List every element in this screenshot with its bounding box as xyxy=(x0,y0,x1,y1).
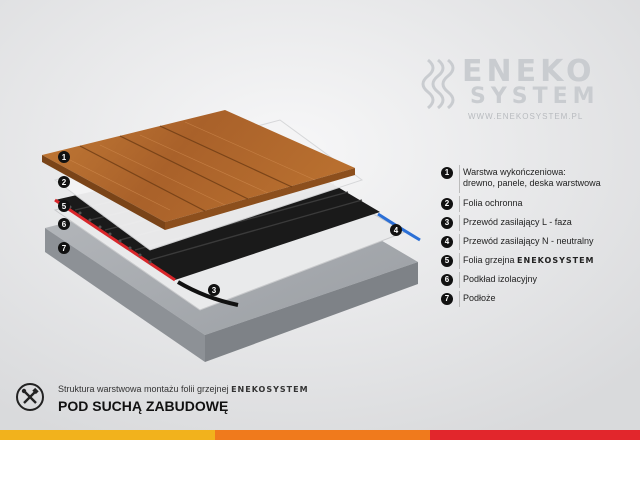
callout-2-label: 2 xyxy=(62,178,67,187)
callout-3 xyxy=(208,284,220,296)
legend-text-1: Warstwa wykończeniowa: drewno, panele, d… xyxy=(463,167,601,189)
callout-7 xyxy=(58,242,70,254)
legend-divider xyxy=(459,165,460,193)
logo-text-line1: ENEKO xyxy=(462,54,596,89)
caption-title: POD SUCHĄ ZABUDOWĘ xyxy=(58,398,229,414)
legend-num-5: 5 xyxy=(441,255,453,267)
tools-icon xyxy=(16,383,44,411)
legend-divider xyxy=(459,215,460,231)
legend-text-5: Folia grzejna ENEKOSYSTEM xyxy=(463,255,595,266)
legend-num-2: 2 xyxy=(441,198,453,210)
callout-7-label: 7 xyxy=(62,244,67,253)
logo-mark-icon xyxy=(421,58,455,110)
legend-brand-5: ENEKOSYSTEM xyxy=(517,256,595,265)
wire-l-phase xyxy=(176,280,239,307)
red-edge-strip xyxy=(54,198,176,282)
callout-6-label: 6 xyxy=(62,220,67,229)
caption-brand: ENEKOSYSTEM xyxy=(231,385,309,394)
callout-6 xyxy=(58,218,70,230)
legend-text-1a: Warstwa wykończeniowa: xyxy=(463,167,566,177)
legend-text-3: Przewód zasilający L - faza xyxy=(463,217,572,227)
legend-divider xyxy=(459,253,460,269)
callout-2 xyxy=(58,176,70,188)
footer-stripe-yellow xyxy=(0,430,220,440)
legend-text-7: Podłoże xyxy=(463,293,496,303)
legend-num-3: 3 xyxy=(441,217,453,229)
diagram-callouts: 1 2 5 6 7 3 4 xyxy=(58,151,402,296)
legend-num-7: 7 xyxy=(441,293,453,305)
callout-1 xyxy=(58,151,70,163)
callout-1-label: 1 xyxy=(62,153,67,162)
legend-divider xyxy=(459,234,460,250)
caption-subtitle: Struktura warstwowa montażu folii grzejn… xyxy=(58,384,309,394)
legend-text-5a: Folia grzejna xyxy=(463,255,515,265)
legend-divider xyxy=(459,291,460,307)
legend-num-1: 1 xyxy=(441,167,453,179)
legend-divider xyxy=(459,272,460,288)
footer-stripe-orange xyxy=(215,430,430,440)
legend-num-4: 4 xyxy=(441,236,453,248)
callout-5-label: 5 xyxy=(62,202,67,211)
logo-url: WWW.ENEKOSYSTEM.PL xyxy=(468,112,584,121)
caption-subtitle-text: Struktura warstwowa montażu folii grzejn… xyxy=(58,384,229,394)
callout-4-label: 4 xyxy=(394,226,399,235)
callout-4 xyxy=(390,224,402,236)
footer-stripe-red xyxy=(430,430,640,440)
legend-text-2: Folia ochronna xyxy=(463,198,523,208)
logo-text-line2: SYSTEM xyxy=(470,84,600,109)
legend-text-6: Podkład izolacyjny xyxy=(463,274,538,284)
legend-num-6: 6 xyxy=(441,274,453,286)
legend-text-4: Przewód zasilający N - neutralny xyxy=(463,236,594,246)
layer-1-wood-finish xyxy=(42,110,355,230)
callout-5 xyxy=(58,200,70,212)
callout-3-label: 3 xyxy=(212,286,217,295)
legend-divider xyxy=(459,196,460,212)
legend-text-1b: drewno, panele, deska warstwowa xyxy=(463,178,601,188)
